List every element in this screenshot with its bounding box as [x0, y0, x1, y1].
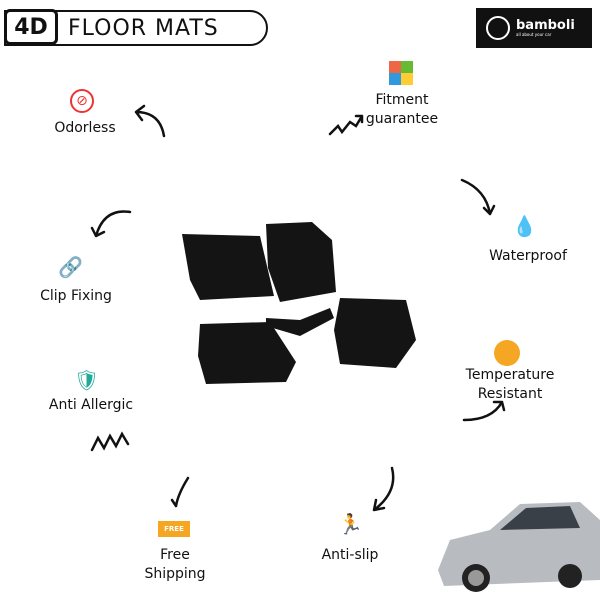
front-left-mat: [182, 234, 274, 300]
feature-free-shipping: Free Shipping: [144, 547, 206, 582]
puzzle-icon: [389, 61, 413, 85]
truck-label: FREE: [164, 525, 184, 533]
title-banner: 4D FLOOR MATS: [4, 9, 268, 46]
page-title: FLOOR MATS: [68, 15, 219, 41]
water-drop-icon: 💧: [512, 214, 537, 238]
hands-shield-icon: 🛡: [74, 368, 100, 392]
chain-link-icon: 🔗: [58, 255, 83, 279]
feature-waterproof: Waterproof: [489, 248, 567, 264]
rear-left-mat: [198, 322, 296, 384]
arrow-allergic: [90, 431, 130, 452]
slipping-person-icon: 🏃: [338, 512, 363, 536]
arrow-odorless: [134, 104, 166, 138]
arrow-clip: [90, 210, 132, 238]
front-right-mat: [266, 222, 336, 302]
rear-right-mat: [334, 298, 416, 368]
steering-wheel-icon: [486, 16, 510, 40]
arrow-antislip: [372, 466, 395, 512]
feature-fitment: Fitment guarantee: [365, 92, 439, 127]
feature-odorless: Odorless: [54, 120, 116, 136]
feature-anti-slip: Anti-slip: [321, 547, 379, 563]
brand-tagline: all about your car: [516, 31, 552, 37]
tunnel-mat: [266, 308, 334, 336]
feature-temperature-resistant: Temperature Resistant: [465, 367, 555, 402]
thermometer-icon: [494, 340, 520, 366]
feature-anti-allergic: Anti Allergic: [48, 397, 134, 413]
feature-clip-fixing: Clip Fixing: [40, 288, 112, 304]
arrow-shipping: [170, 476, 190, 508]
no-smell-icon: ⊘: [70, 86, 94, 113]
arrow-fitment: [328, 114, 364, 136]
car-image: [438, 502, 600, 592]
brand-name: bamboli: [516, 17, 575, 33]
badge-4d: 4D: [4, 9, 58, 45]
arrow-temperature: [462, 400, 506, 422]
delivery-truck-icon: FREE: [158, 521, 190, 537]
arrow-waterproof: [460, 178, 496, 216]
